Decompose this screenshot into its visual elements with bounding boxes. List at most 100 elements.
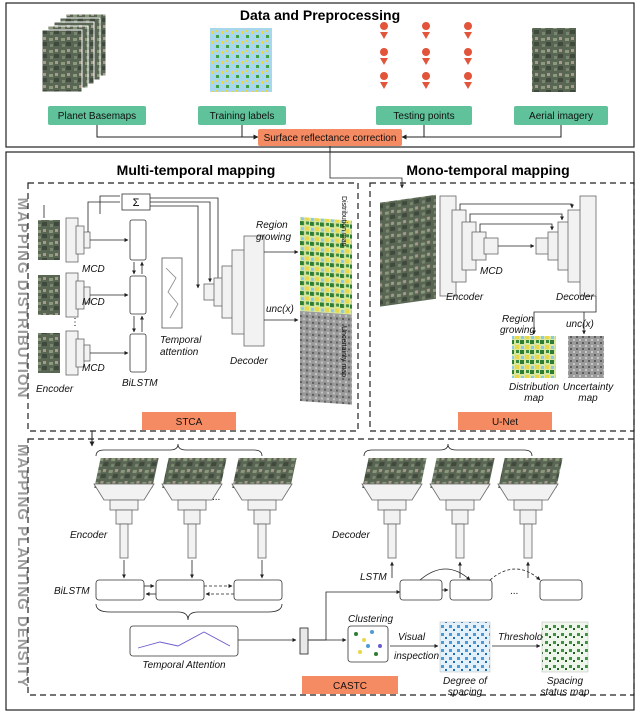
density-lstm-cells: [399, 579, 583, 601]
multi-mcd-label-1: MCD: [82, 264, 105, 275]
density-decoder-label: Decoder: [332, 530, 370, 541]
multi-mcd-label-3: MCD: [82, 363, 105, 374]
mono-temporal-title: Mono-temporal mapping: [406, 162, 569, 178]
density-temporal-attention-box: [129, 625, 239, 657]
multi-distribution-map: [300, 216, 352, 315]
mono-dist-label-2: map: [524, 393, 544, 404]
stca-badge: STCA: [142, 412, 236, 430]
svg-text:Planet Basemaps: Planet Basemaps: [58, 111, 136, 122]
mono-unet: [439, 195, 597, 297]
multi-encoder-label: Encoder: [36, 384, 74, 395]
testing-points-pins: [380, 22, 473, 89]
density-feature-connector: [238, 590, 401, 655]
density-lstm-arrows: [390, 561, 541, 592]
density-bilstm-cells: [95, 579, 283, 601]
mono-skip-lines: [459, 203, 574, 248]
mono-decoder-label: Decoder: [556, 292, 594, 303]
aerial-imagery-label-box: Aerial imagery: [514, 106, 608, 125]
mono-growing-label: growing: [500, 325, 535, 336]
panel-entry-connectors: [329, 152, 404, 189]
svg-text:Training labels: Training labels: [210, 111, 275, 122]
mono-encoder-label: Encoder: [446, 292, 484, 303]
density-input-bracket-right: [363, 443, 533, 457]
mono-unc-label: unc(x): [566, 319, 594, 330]
density-degree-label-2: spacing: [448, 687, 483, 698]
spacing-status-map: [541, 621, 589, 673]
mono-temporal-panel: [369, 182, 635, 432]
castc-badge: CASTC: [302, 676, 398, 694]
mono-unc-map-label-1: Uncertainty: [563, 382, 615, 393]
multi-unc-label: unc(x): [266, 304, 294, 315]
density-input-bracket-left: [95, 443, 263, 457]
svg-text:STCA: STCA: [176, 417, 203, 428]
density-panel: [27, 438, 635, 696]
mono-uncertainty-map: [568, 336, 604, 378]
planet-basemaps-stack: [41, 13, 107, 93]
degree-of-spacing-map: [439, 621, 491, 673]
side-label-distribution: MAPPING DISTRIBUTION: [14, 198, 31, 399]
data-section-title: Data and Preprocessing: [240, 7, 400, 23]
density-inspection-label: inspection: [394, 651, 439, 662]
multi-temporal-panel: [27, 182, 359, 432]
multi-decoder-label: Decoder: [230, 356, 268, 367]
multi-input-images: [38, 220, 60, 373]
density-spacing-label-1: Spacing: [547, 676, 584, 687]
density-bilstm-arrows: [122, 560, 264, 596]
density-ellipsis-left: ...: [212, 492, 220, 503]
svg-text:CASTC: CASTC: [333, 681, 367, 692]
density-lstm-label: LSTM: [360, 572, 387, 583]
density-bilstm-label: BiLSTM: [54, 586, 90, 597]
multi-bilstm-label: BiLSTM: [122, 378, 158, 389]
density-lstm-ellipsis: ...: [510, 586, 518, 597]
density-spacing-label-2: status map: [541, 687, 590, 698]
multi-bilstm-cells: [129, 219, 147, 373]
multi-uncertainty-map: [300, 310, 352, 405]
multi-temporal-label: Temporal: [160, 335, 202, 346]
density-encoder-label: Encoder: [70, 530, 108, 541]
multi-uncmap-label: Uncertainty map: [340, 326, 347, 377]
side-label-density: MAPPING PLANTING DENSITY: [14, 444, 31, 688]
training-labels-image: [210, 28, 272, 92]
multi-growing-label: growing: [256, 232, 291, 243]
multi-temporal-attention-block: [161, 257, 183, 329]
data-section-frame: [5, 2, 635, 148]
density-clustering-box: [347, 625, 389, 663]
multi-attention-label: attention: [160, 347, 199, 358]
svg-text:U-Net: U-Net: [492, 417, 518, 428]
svg-text:Aerial imagery: Aerial imagery: [529, 111, 593, 122]
multi-mcd-label-2: MCD: [82, 297, 105, 308]
multi-encoders: [65, 217, 91, 376]
density-bilstm-brace: [95, 603, 283, 621]
mono-input-image: [380, 194, 436, 307]
data-connectors: [96, 125, 562, 140]
mono-output-arrows: [532, 296, 597, 335]
multi-decoder: [203, 235, 265, 347]
planet-basemaps-label-box: Planet Basemaps: [48, 106, 146, 125]
svg-text:Σ: Σ: [133, 197, 140, 209]
density-visual-label: Visual: [398, 632, 426, 643]
multi-skip-lines: [43, 195, 220, 289]
training-labels-label-box: Training labels: [198, 106, 286, 125]
multi-region-label: Region: [256, 220, 288, 231]
unet-badge: U-Net: [458, 412, 552, 430]
density-threshold-label: Threshold: [498, 632, 543, 643]
multi-output-arrows: [264, 250, 299, 322]
density-clustering-label: Clustering: [348, 614, 393, 625]
multi-distmap-label: Distribution map: [340, 196, 347, 247]
mono-region-label: Region: [502, 314, 534, 325]
multi-sum-node: Σ: [121, 193, 151, 211]
testing-points-label-box: Testing points: [376, 106, 472, 125]
mono-distribution-map: [512, 336, 556, 378]
mono-mcd-label: MCD: [480, 266, 503, 277]
density-degree-label-1: Degree of: [443, 676, 488, 687]
svg-text:Surface reflectance correction: Surface reflectance correction: [264, 133, 397, 144]
density-encoder-funnels: [93, 483, 559, 559]
mono-dist-label-1: Distribution: [509, 382, 559, 393]
multi-temporal-title: Multi-temporal mapping: [117, 162, 276, 178]
mono-unc-map-label-2: map: [578, 393, 598, 404]
aerial-imagery-image: [532, 28, 576, 92]
density-encoder-images: [94, 458, 563, 488]
multi-bilstm-arrows: [90, 238, 144, 355]
surface-reflectance-box: Surface reflectance correction: [258, 129, 402, 146]
